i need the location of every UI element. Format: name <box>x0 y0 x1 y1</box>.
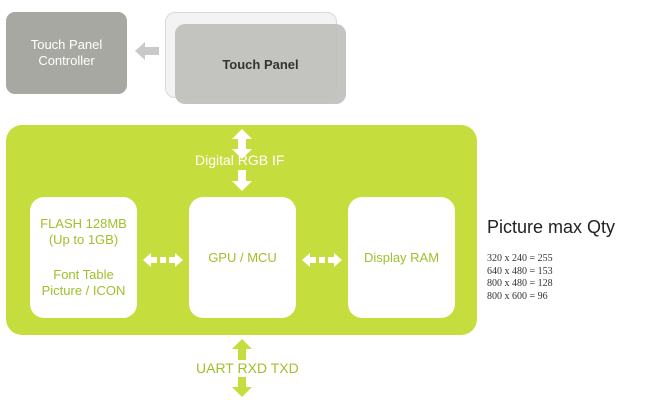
controller-label-line2: Controller <box>38 53 95 68</box>
qty-row: 800 x 600 = 96 <box>487 290 548 302</box>
qty-row: 320 x 240 = 255 <box>487 253 553 264</box>
uart-label: UART RXD TXD <box>196 360 299 376</box>
flash-max-label: (Up to 1GB) <box>48 232 119 247</box>
picture-icon-label: Picture / ICON <box>41 283 126 298</box>
flash-capacity-label: FLASH 128MB <box>40 216 127 231</box>
display-ram-box: Display RAM <box>348 197 455 318</box>
touch-panel-box: Touch Panel <box>175 24 346 104</box>
controller-label-line1: Touch Panel <box>30 37 103 52</box>
font-table-label: Font Table <box>53 267 114 282</box>
qty-row: 640 x 480 = 153 <box>487 265 553 277</box>
rgb-arrow-down-icon <box>232 170 252 191</box>
flash-memory-box: FLASH 128MB (Up to 1GB) Font Table Pictu… <box>30 197 137 318</box>
qty-row: 800 x 480 = 128 <box>487 278 553 289</box>
touch-panel-label: Touch Panel <box>222 56 299 72</box>
gpu-ram-arrow-icon <box>302 253 342 267</box>
top-bidirectional-arrow-icon <box>232 129 252 159</box>
uart-arrow-up-icon <box>232 339 252 360</box>
flash-gpu-arrow-icon <box>143 253 183 267</box>
gpu-mcu-label: GPU / MCU <box>208 250 277 265</box>
uart-arrow-down-icon <box>232 377 252 397</box>
gpu-mcu-box: GPU / MCU <box>189 197 296 318</box>
arrow-left-icon <box>135 42 159 60</box>
digital-rgb-if-label: Digital RGB IF <box>195 152 285 168</box>
picture-max-qty-title: Picture max Qty <box>487 217 616 237</box>
touch-panel-controller-box: Touch Panel Controller <box>6 12 127 94</box>
display-ram-label: Display RAM <box>363 250 440 265</box>
picture-qty-list: 320 x 240 = 255 640 x 480 = 153 800 x 48… <box>487 253 553 303</box>
